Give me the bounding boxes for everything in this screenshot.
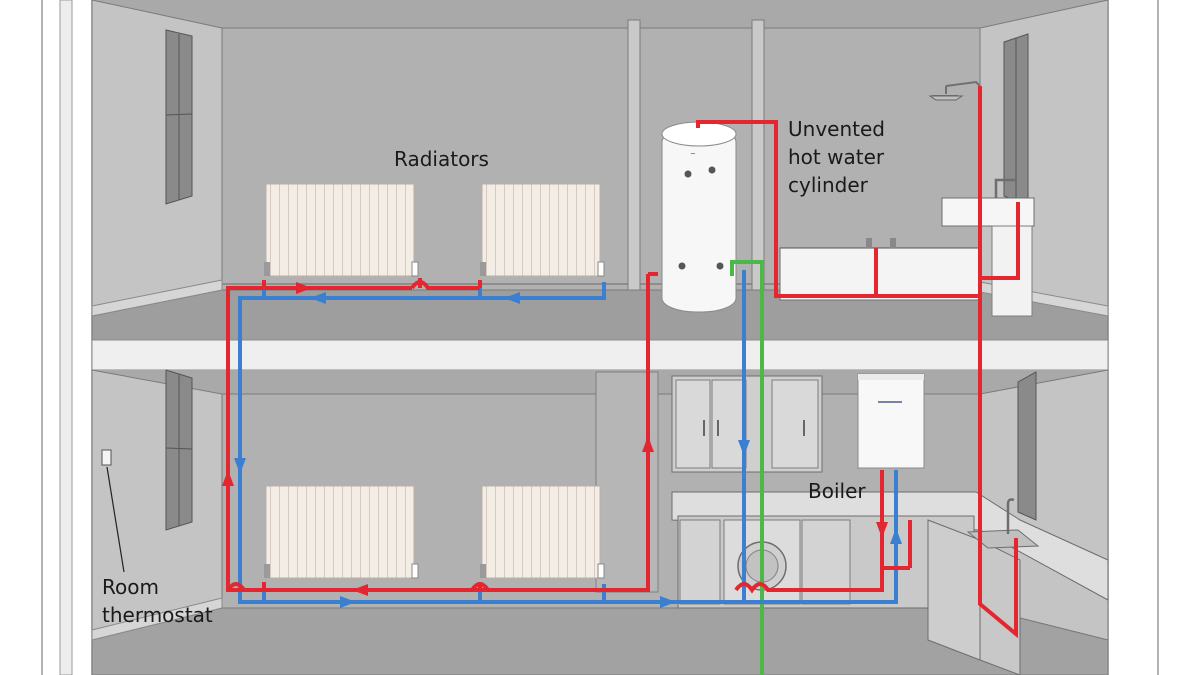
lower-left-window: [165, 369, 193, 531]
radiator-upper-1: [264, 183, 419, 277]
downpipe: [59, 0, 73, 675]
thermostat-leader-line: [106, 466, 125, 573]
diagram-labels: Radiators Unvented hot water cylinder Bo…: [102, 117, 885, 627]
washbasin: [941, 197, 1035, 227]
radiator-upper-2: [480, 183, 605, 277]
boiler-unit: [857, 373, 925, 469]
lower-left-wall: [91, 369, 223, 641]
floor-slab: [91, 339, 1109, 371]
upper-left-wall: [91, 0, 223, 317]
flow-pipes: [226, 86, 1020, 639]
flow-direction-arrows: [222, 282, 902, 608]
hot-water-cylinder: ~: [661, 121, 737, 313]
upper-pillar-2: [751, 19, 765, 291]
svg-text:~: ~: [690, 150, 696, 158]
bath: [779, 247, 981, 301]
label-thermostat-line1: Room: [102, 575, 159, 599]
label-radiators: Radiators: [394, 147, 489, 171]
label-cylinder-line3: cylinder: [788, 173, 869, 197]
lower-right-window: [1017, 371, 1037, 521]
radiator-lower-2: [480, 485, 605, 579]
building-shell: [41, 0, 1159, 675]
radiator-lower-1: [264, 485, 419, 579]
label-thermostat-line2: thermostat: [102, 603, 213, 627]
label-cylinder-line2: hot water: [788, 145, 885, 169]
bathroom-fittings: [779, 80, 1035, 317]
upper-left-window: [165, 29, 193, 205]
label-boiler: Boiler: [808, 479, 866, 503]
upper-pillar-1: [627, 19, 641, 291]
kitchen-units: [671, 375, 1109, 675]
label-cylinder-line1: Unvented: [788, 117, 885, 141]
mains-cold-water-pipe: [730, 260, 764, 675]
room-thermostat-device: [101, 449, 112, 466]
